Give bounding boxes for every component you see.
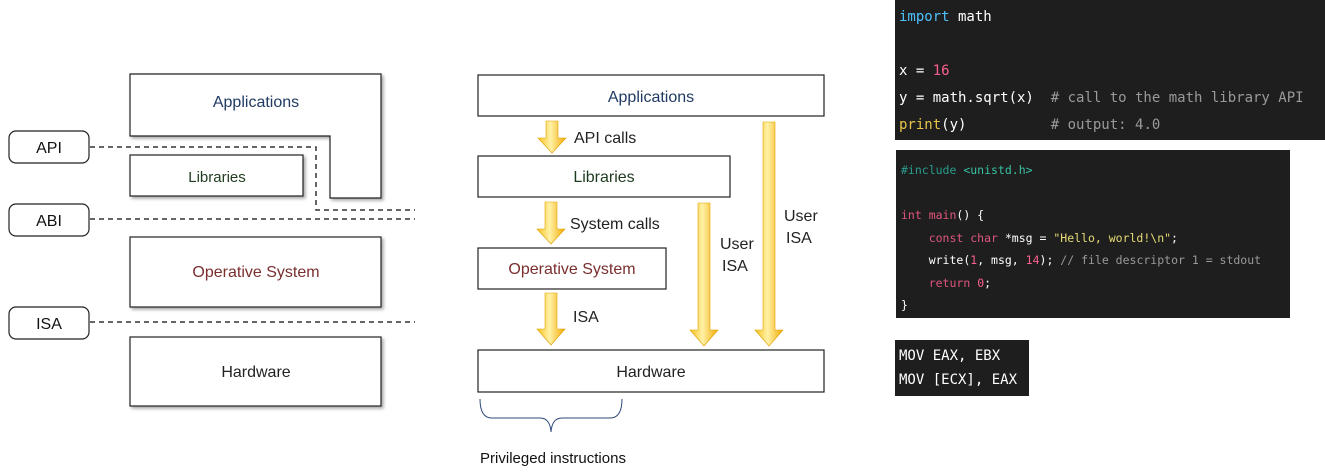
applications-layer-box [129, 73, 382, 199]
user-isa-label-2-line2: ISA [786, 230, 812, 247]
middle-diagram: Applications Libraries Operative System … [477, 74, 825, 467]
code-line: print(y) # output: 4.0 [899, 117, 1161, 133]
privileged-brace [479, 398, 623, 433]
code-line: write(1, msg, 14); // file descriptor 1 … [928, 253, 1262, 267]
libraries-layer-label: Libraries [188, 169, 246, 186]
user-isa-arrow-libraries [689, 202, 719, 347]
applications-layer-label: Applications [213, 94, 299, 111]
python-code-panel: import math x = 16 y = math.sqrt(x) # cal… [895, 0, 1325, 140]
code-line: int main() { [901, 208, 985, 222]
code-line: import math [899, 9, 992, 25]
os-layer-box [129, 236, 382, 308]
system-calls-label: System calls [570, 216, 660, 233]
mid-os-label: Operative System [508, 261, 635, 278]
abi-label-box [8, 203, 90, 237]
system-calls-arrow [536, 201, 566, 245]
os-isa-label: ISA [573, 309, 599, 326]
isa-label: ISA [36, 316, 62, 333]
code-line: y = math.sqrt(x) # call to the math libr… [899, 90, 1304, 106]
assembly-code-panel: MOV EAX, EBX MOV [ECX], EAX [895, 340, 1029, 396]
api-dashed-line [90, 146, 415, 211]
left-diagram: Applications Libraries Operative System … [8, 73, 415, 407]
user-isa-label-1-line2: ISA [722, 258, 748, 275]
mid-libraries-box [477, 155, 731, 198]
asm-line: MOV [ECX], EAX [899, 372, 1018, 388]
c-code-panel: #include <unistd.h> int main() { const c… [896, 150, 1290, 318]
hardware-layer-box [129, 336, 382, 407]
code-line-blank [901, 182, 1290, 205]
asm-line: MOV EAX, EBX [899, 348, 1001, 364]
os-isa-arrow [536, 292, 566, 346]
code-line: #include <unistd.h> [901, 163, 1033, 177]
hardware-layer-label: Hardware [221, 364, 290, 381]
mid-os-box [477, 247, 667, 290]
abi-label: ABI [36, 213, 62, 230]
api-calls-label: API calls [574, 130, 636, 147]
mid-applications-box [477, 74, 825, 117]
code-line: return 0; [928, 275, 992, 290]
code-line: x = 16 [899, 63, 950, 79]
isa-label-box [8, 306, 90, 340]
privileged-instructions-label: Privileged instructions [480, 450, 626, 467]
user-isa-label-1-line1: User [720, 236, 754, 253]
mid-libraries-label: Libraries [573, 169, 634, 186]
api-label-box [8, 130, 90, 164]
api-label: API [36, 140, 62, 157]
os-layer-label: Operative System [192, 264, 319, 281]
code-line-blank [899, 31, 1325, 58]
code-line: const char *msg = "Hello, world!\n"; [928, 230, 1178, 245]
mid-hardware-label: Hardware [616, 364, 685, 381]
mid-hardware-box [477, 349, 825, 393]
user-isa-arrow-applications [754, 121, 784, 347]
libraries-layer-box [129, 154, 304, 197]
api-calls-arrow [537, 120, 567, 154]
mid-applications-label: Applications [608, 89, 694, 106]
user-isa-label-2-line1: User [784, 208, 818, 225]
code-line: } [901, 298, 908, 312]
